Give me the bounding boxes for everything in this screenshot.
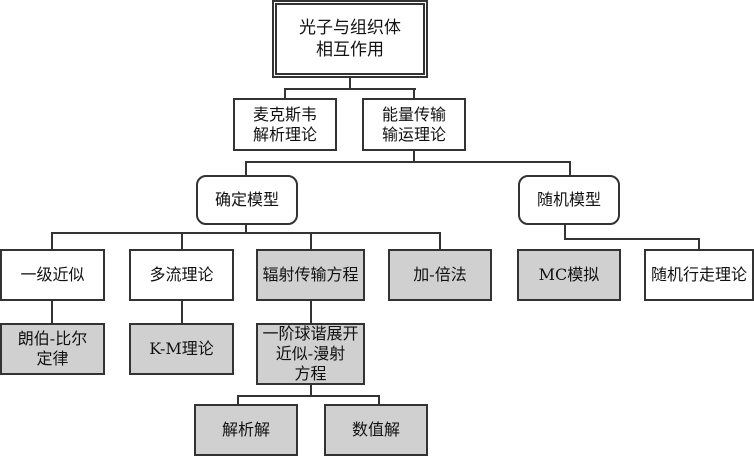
connector xyxy=(564,224,566,240)
beer-lambert-node: 朗伯-比尔 定律 xyxy=(0,323,105,375)
connector xyxy=(698,238,700,250)
connector xyxy=(413,150,415,163)
connector xyxy=(51,232,441,234)
connector xyxy=(181,300,183,324)
maxwell-node: 麦克斯韦 解析理论 xyxy=(233,98,337,151)
connector xyxy=(310,300,312,324)
analytic-solution-node: 解析解 xyxy=(194,404,298,456)
connector xyxy=(245,161,571,163)
connector xyxy=(237,395,380,397)
connector xyxy=(569,161,571,176)
connector xyxy=(51,300,53,324)
connector xyxy=(439,232,441,250)
connector xyxy=(310,232,312,250)
energy-transport-node: 能量传输 输运理论 xyxy=(362,98,466,151)
first-order-node: 一级近似 xyxy=(0,249,105,301)
connector xyxy=(181,232,183,250)
deterministic-model-node: 确定模型 xyxy=(196,175,298,225)
connector xyxy=(413,88,415,99)
connector xyxy=(284,88,416,90)
connector xyxy=(237,395,239,405)
connector xyxy=(51,232,53,250)
diffusion-node: 一阶球谐展开 近似-漫射 方程 xyxy=(256,323,365,385)
stochastic-model-node: 随机模型 xyxy=(518,175,620,225)
random-walk-node: 随机行走理论 xyxy=(644,249,754,301)
rte-node: 辐射传输方程 xyxy=(256,249,365,301)
connector xyxy=(564,238,700,240)
connector xyxy=(349,77,351,90)
multi-flux-node: 多流理论 xyxy=(129,249,234,301)
mc-node: MC模拟 xyxy=(517,249,621,301)
root-node: 光子与组织体 相互作用 xyxy=(272,0,428,78)
km-node: K-M理论 xyxy=(129,323,234,375)
connector xyxy=(245,224,247,234)
connector xyxy=(245,161,247,176)
adding-doubling-node: 加-倍法 xyxy=(388,249,492,301)
numeric-solution-node: 数值解 xyxy=(324,404,428,456)
connector xyxy=(284,88,286,99)
connector xyxy=(378,395,380,405)
connector xyxy=(310,384,312,396)
